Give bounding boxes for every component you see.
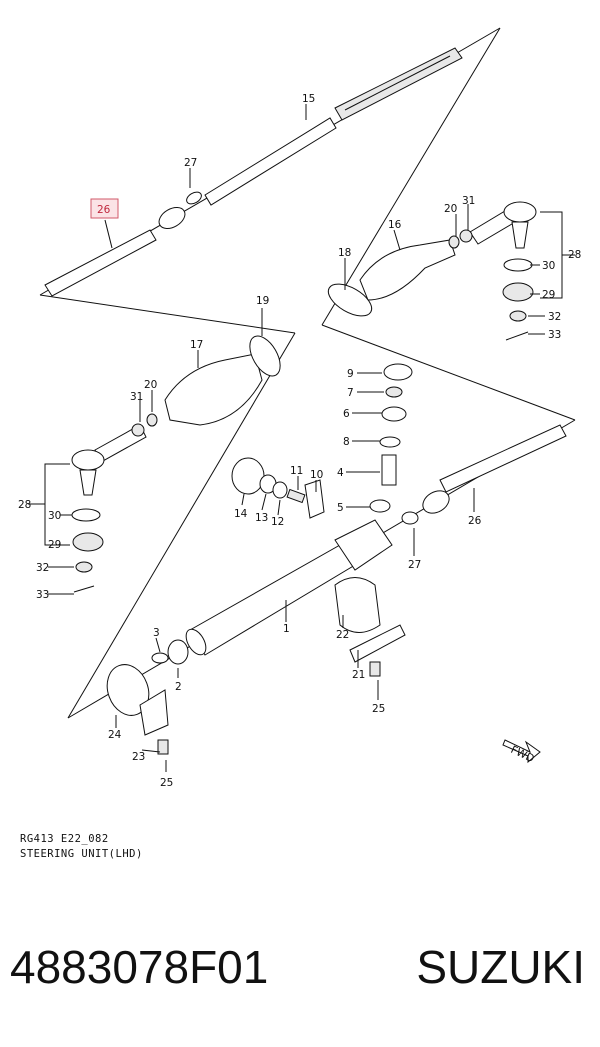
diagram-caption: RG413 E22_082 STEERING UNIT(LHD) [20,832,143,862]
boot-part-right [327,239,456,317]
label-20-left: 20 [144,379,157,391]
steering-housing-part [185,519,393,656]
tie-rod-end-part-right [448,201,537,341]
label-15: 15 [302,93,315,105]
pinion-assembly-part [369,363,413,513]
rack-shaft-part [204,47,463,206]
label-7: 7 [347,387,354,399]
label-16: 16 [388,219,402,231]
forward-arrow-icon [502,739,541,764]
label-12: 12 [271,516,284,528]
tie-rod-part-lower [401,424,567,525]
label-14: 14 [234,508,248,520]
label-28-left: 28 [18,499,31,511]
label-11: 11 [290,465,303,477]
label-28: 28 [568,249,581,261]
label-5: 5 [337,502,344,514]
label-2: 2 [175,681,182,693]
label-6: 6 [343,408,350,420]
label-30: 30 [542,260,555,272]
exploded-parts-diagram: FWD [18,27,581,789]
label-4: 4 [337,467,344,479]
callout-labels: 15 27 26 20 31 16 18 28 30 29 32 33 19 1… [18,93,581,789]
label-27-lower: 27 [408,559,421,571]
label-32-left: 32 [36,562,49,574]
brand-name: SUZUKI [416,941,585,993]
label-26-lower: 26 [468,515,482,527]
diagram-title: STEERING UNIT(LHD) [20,848,143,860]
label-29: 29 [542,289,555,301]
label-17: 17 [190,339,203,351]
mount-clamp-parts [106,577,406,755]
label-29-left: 29 [48,539,61,551]
label-31-left: 31 [130,391,143,403]
tie-rod-part-upper [44,191,202,297]
label-3: 3 [153,627,160,639]
label-9: 9 [347,368,354,380]
diagram-code: RG413 E22_082 [20,833,109,845]
label-25-lower: 25 [160,777,173,789]
label-25: 25 [372,703,385,715]
label-13: 13 [255,512,268,524]
highlighted-label-26: 26 [97,204,111,216]
label-32: 32 [548,311,561,323]
label-18: 18 [338,247,351,259]
label-33-left: 33 [36,589,49,601]
callout-leaders [28,104,575,772]
label-22: 22 [336,629,349,641]
highlight-box [90,198,119,219]
label-31: 31 [462,195,475,207]
part-number: 4883078F01 [10,941,269,993]
label-27: 27 [184,157,197,169]
label-24: 24 [108,729,122,741]
label-23: 23 [132,751,145,763]
yoke-parts [231,457,325,519]
label-10: 10 [310,469,323,481]
label-20: 20 [444,203,457,215]
label-30-left: 30 [48,510,61,522]
label-19: 19 [256,295,269,307]
label-33: 33 [548,329,561,341]
tie-rod-end-part-left [71,413,158,593]
label-8: 8 [343,436,350,448]
label-1: 1 [283,623,290,635]
boot-part-left [164,335,281,426]
label-21: 21 [352,669,365,681]
